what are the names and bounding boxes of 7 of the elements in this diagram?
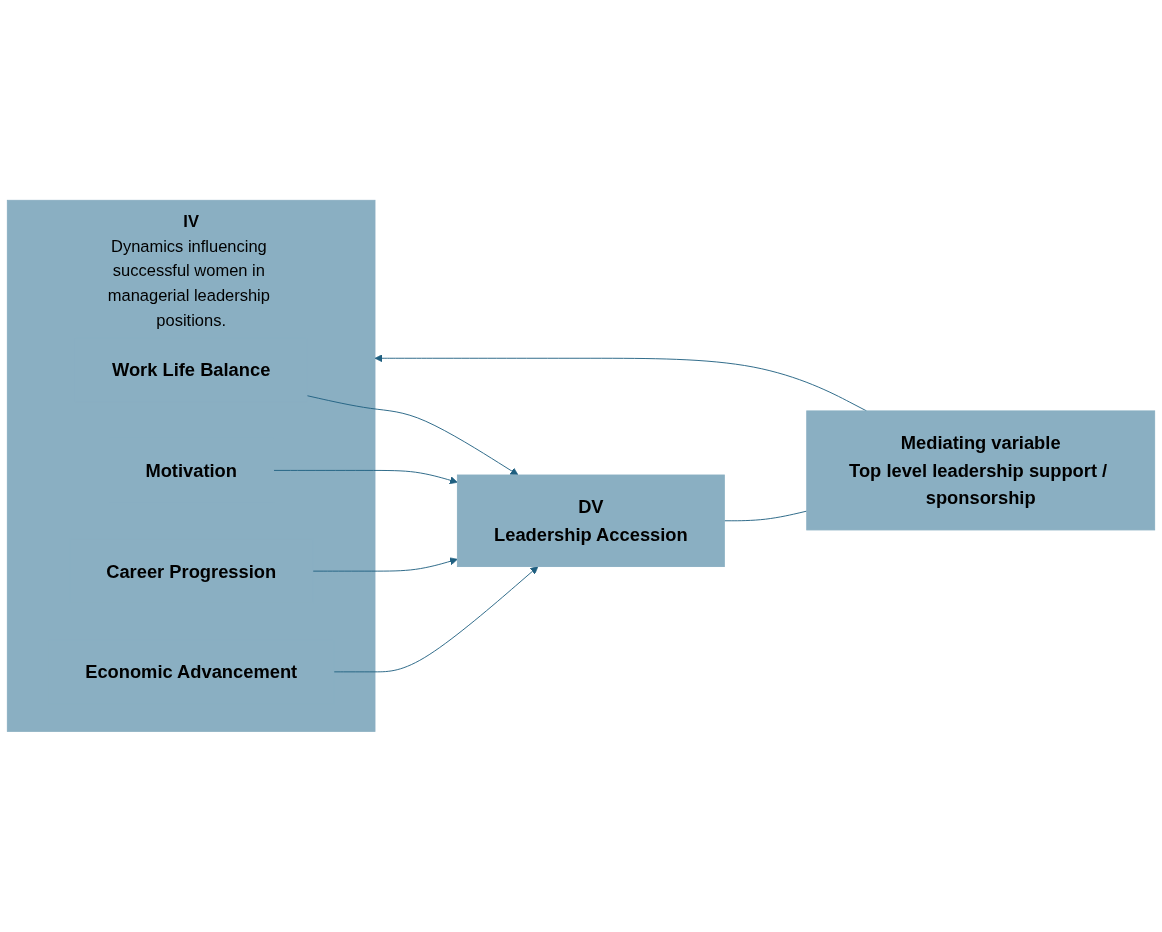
- node-box: DV Leadership Accession: [456, 474, 725, 568]
- node-text: Motivation: [145, 460, 237, 481]
- node-text: Economic Advancement: [85, 661, 298, 683]
- node-box: Mediating variable Top level leadership support / sponsorship: [806, 410, 1156, 531]
- node-text: Work Life Balance: [111, 359, 271, 380]
- connector: [723, 510, 808, 522]
- node-text: Career Progression: [106, 561, 277, 582]
